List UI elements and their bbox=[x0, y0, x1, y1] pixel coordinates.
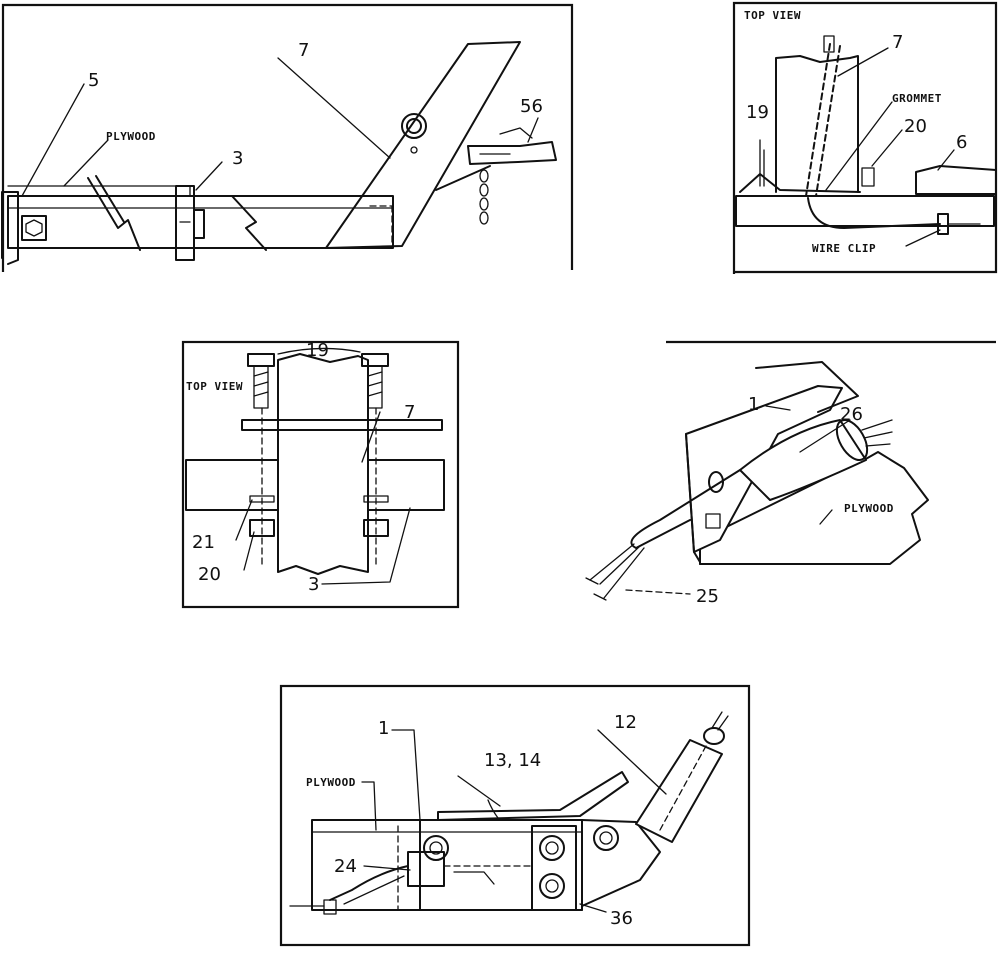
frame-rail bbox=[735, 195, 995, 227]
label-part-20: 20 bbox=[904, 116, 927, 137]
wire bbox=[807, 197, 941, 229]
break-mark-1 bbox=[87, 177, 141, 251]
mount-bracket bbox=[685, 385, 843, 553]
cable-sheath bbox=[581, 819, 661, 907]
label-part-19: 19 bbox=[746, 102, 769, 123]
part-6-block bbox=[915, 165, 997, 195]
nut-left bbox=[249, 519, 275, 537]
mount-slot bbox=[705, 513, 721, 529]
panel-grommet-frame bbox=[732, 1, 998, 274]
bolt-right bbox=[361, 353, 389, 409]
label-part-25: 25 bbox=[696, 586, 719, 607]
panel-plug-mount: 1 26 PLYWOOD 25 bbox=[585, 340, 996, 607]
bolt-c bbox=[539, 873, 565, 899]
coupler bbox=[467, 141, 557, 165]
label-part-7: 7 bbox=[404, 402, 415, 423]
bolt-d bbox=[593, 825, 619, 851]
label-part-3: 3 bbox=[308, 574, 319, 595]
tongue-tube bbox=[7, 195, 394, 249]
connector-12 bbox=[635, 739, 723, 843]
label-part-56: 56 bbox=[520, 96, 543, 117]
cable-end bbox=[323, 899, 337, 915]
cross-plate bbox=[241, 419, 443, 431]
angled-member bbox=[325, 41, 521, 249]
nut bbox=[861, 167, 875, 187]
panel-hitch: 5 PLYWOOD 3 7 56 bbox=[1, 3, 574, 272]
label-part-20: 20 bbox=[198, 564, 221, 585]
label-top-view: TOP VIEW bbox=[186, 380, 243, 393]
label-part-13-14: 13, 14 bbox=[484, 750, 541, 771]
label-part-1: 1 bbox=[378, 718, 389, 739]
label-part-7: 7 bbox=[892, 32, 903, 53]
label-plywood: PLYWOOD bbox=[106, 130, 156, 143]
bolt-head bbox=[21, 215, 47, 241]
label-part-21: 21 bbox=[192, 532, 215, 553]
label-part-36: 36 bbox=[610, 908, 633, 929]
plug-body bbox=[739, 419, 867, 501]
tongue-member bbox=[775, 55, 859, 193]
bolt-a bbox=[423, 835, 449, 861]
cable-24 bbox=[329, 865, 409, 901]
label-plywood: PLYWOOD bbox=[306, 776, 356, 789]
bracket-top bbox=[755, 361, 859, 413]
label-part-1: 1 bbox=[748, 394, 759, 415]
mount-hole bbox=[708, 471, 724, 493]
label-wire-clip: WIRE CLIP bbox=[812, 242, 876, 255]
panel-coupler-frame bbox=[279, 684, 751, 947]
label-plywood: PLYWOOD bbox=[844, 502, 894, 515]
coupler-arm bbox=[437, 771, 629, 821]
safety-chain bbox=[479, 169, 489, 225]
safety-chain-arm bbox=[435, 165, 491, 191]
plug-cable bbox=[630, 469, 741, 549]
label-grommet: GROMMET bbox=[892, 92, 942, 105]
label-part-24: 24 bbox=[334, 856, 357, 877]
label-part-7: 7 bbox=[298, 40, 309, 61]
label-part-5: 5 bbox=[88, 70, 99, 91]
panel-coupler: 1 13, 14 12 PLYWOOD 24 36 bbox=[279, 684, 751, 947]
washer-right bbox=[363, 495, 389, 503]
tongue-member bbox=[277, 353, 369, 575]
plywood-block bbox=[699, 451, 929, 565]
panel-hitch-frame bbox=[1, 3, 574, 272]
label-part-3: 3 bbox=[232, 148, 243, 169]
side-plate bbox=[531, 825, 577, 911]
label-part-26: 26 bbox=[840, 404, 863, 425]
plug-24 bbox=[407, 851, 445, 887]
label-part-12: 12 bbox=[614, 712, 637, 733]
panel-top-view-grommet: TOP VIEW 7 GROMMET 19 20 6 WIRE CLIP bbox=[732, 1, 998, 274]
label-part-19: 19 bbox=[306, 340, 329, 361]
nut-right bbox=[363, 519, 389, 537]
end-bracket bbox=[1, 191, 19, 265]
bolt-left bbox=[247, 353, 275, 409]
bolt-hole bbox=[401, 113, 427, 139]
panel-bolts-frame bbox=[181, 340, 460, 609]
bracket-plate bbox=[419, 819, 583, 911]
plywood-edge bbox=[739, 173, 861, 193]
label-top-view: TOP VIEW bbox=[744, 9, 801, 22]
break-mark-2 bbox=[231, 195, 267, 251]
label-part-6: 6 bbox=[956, 132, 967, 153]
washer-left bbox=[249, 495, 275, 503]
wire-path bbox=[805, 43, 831, 197]
bolt-b bbox=[539, 835, 565, 861]
panel-top-view-bolts: 19 TOP VIEW 7 21 20 3 bbox=[181, 340, 460, 609]
